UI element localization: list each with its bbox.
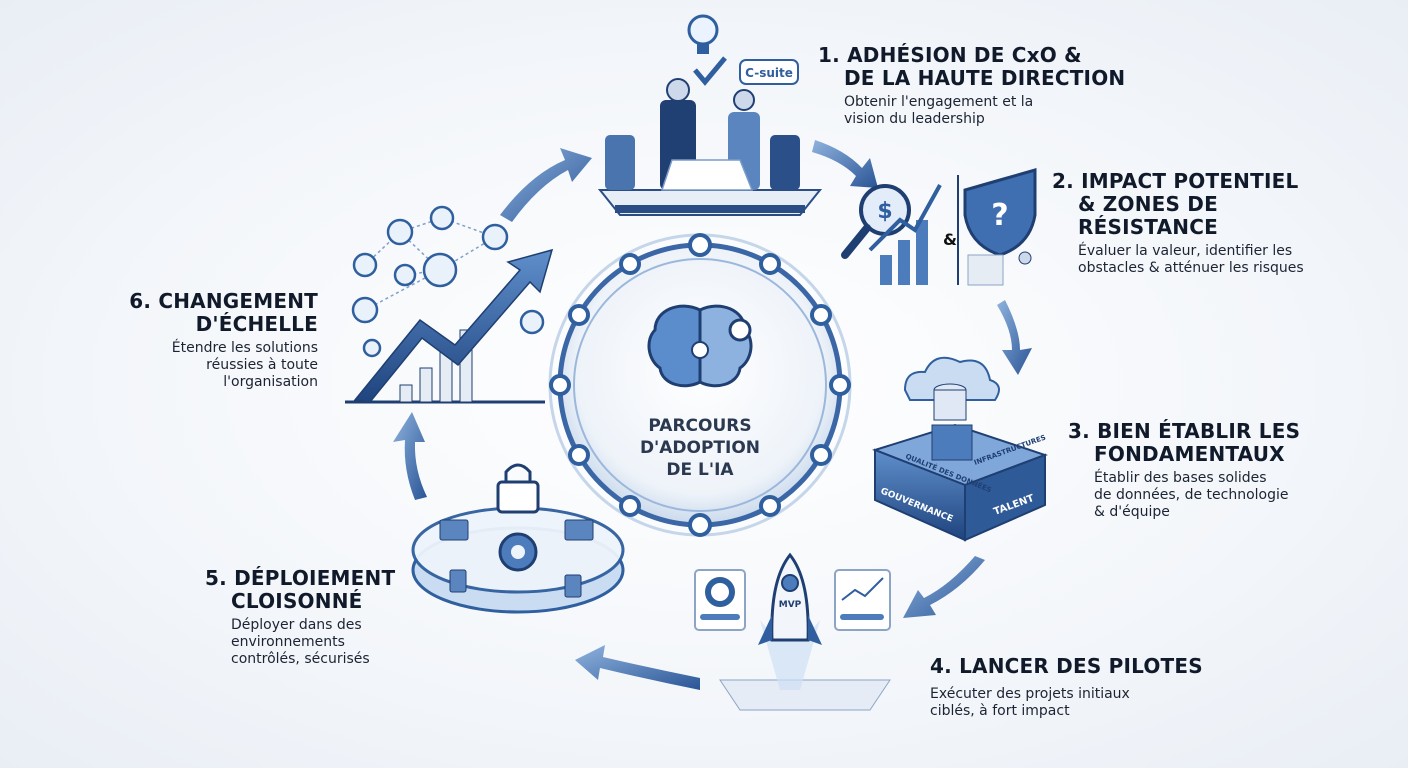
- sandbox-deployment-illustration: [411, 463, 625, 614]
- ampersand-label: &: [943, 230, 957, 249]
- step-title: 4. LANCER DES PILOTES: [930, 654, 1203, 678]
- center-hub: [548, 233, 852, 537]
- ring-nodes: [549, 233, 851, 537]
- center-title-line: D'ADOPTION: [639, 438, 761, 458]
- foundation-blocks-illustration: QUALITÉ DES DONNÉES INFRASTRUCTURES GOUV…: [871, 356, 1048, 542]
- step-4-pilots: 4. LANCER DES PILOTES Exécuter des proje…: [930, 655, 1203, 720]
- pilot-rocket-illustration: MVP: [694, 552, 891, 711]
- mvp-label: MVP: [779, 600, 802, 610]
- brain-icon: [647, 304, 753, 388]
- step-title: 1. ADHÉSION DE CxO &DE LA HAUTE DIRECTIO…: [818, 43, 1126, 90]
- csuite-bubble-label: C-suite: [745, 66, 793, 80]
- dollar-icon: $: [877, 199, 892, 224]
- step-1-cxo-buy-in: 1. ADHÉSION DE CxO &DE LA HAUTE DIRECTIO…: [818, 44, 1125, 128]
- center-title-line: DE L'IA: [666, 460, 734, 480]
- cycle-arrows: [393, 140, 1032, 690]
- center-title: PARCOURS D'ADOPTION DE L'IA: [600, 415, 800, 481]
- leadership-meeting-illustration: C-suite: [597, 14, 823, 216]
- impact-resistance-illustration: $ & ?: [841, 168, 1037, 286]
- scaling-growth-illustration: [345, 205, 554, 404]
- question-icon: ?: [991, 198, 1008, 233]
- lock-icon: [496, 480, 540, 514]
- center-title-line: PARCOURS: [648, 416, 752, 436]
